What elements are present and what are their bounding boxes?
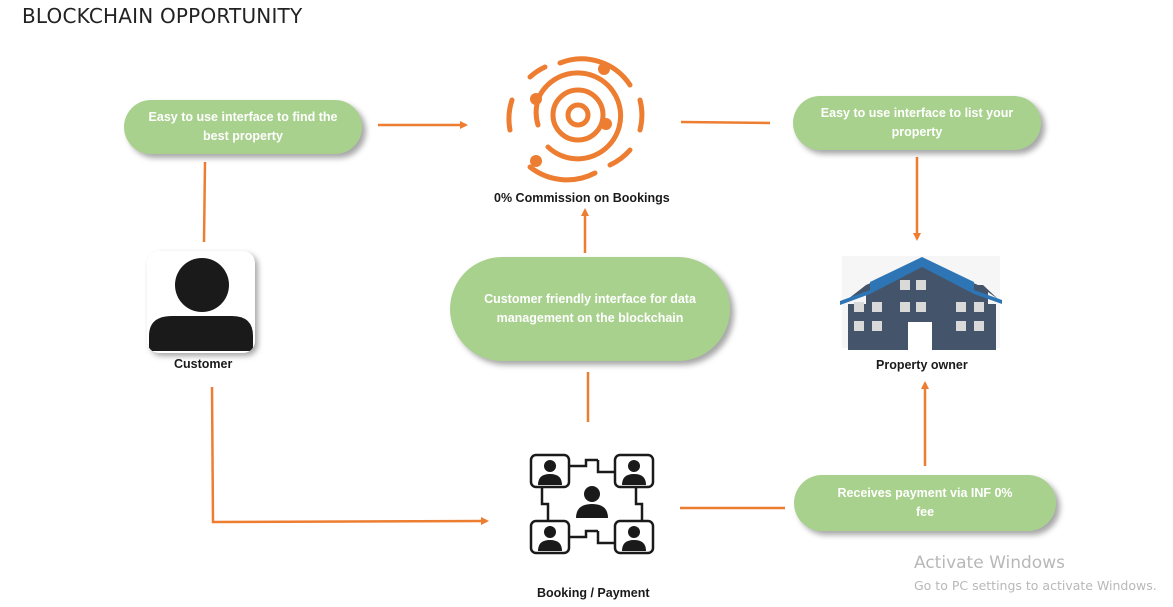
property-owner-label: Property owner (876, 358, 968, 372)
booking-payment-label: Booking / Payment (537, 586, 650, 600)
user-icon (147, 251, 255, 353)
find-property-text: Easy to use interface to find the best p… (148, 110, 338, 143)
line-commission-to-list (680, 120, 771, 125)
list-property-text: Easy to use interface to list your prope… (820, 106, 1014, 139)
network-users-icon (529, 453, 655, 555)
blockchain-orbit-icon (506, 56, 645, 183)
page-title: BLOCKCHAIN OPPORTUNITY (22, 4, 303, 28)
receives-payment-pill: Receives payment via INF 0% fee (794, 475, 1056, 531)
data-management-text: Customer friendly interface for data man… (484, 292, 696, 325)
list-property-pill: Easy to use interface to list your prope… (793, 96, 1041, 150)
find-property-pill: Easy to use interface to find the best p… (124, 100, 362, 154)
customer-label: Customer (174, 357, 233, 371)
data-management-pill: Customer friendly interface for data man… (450, 257, 730, 361)
line-find-to-customer (202, 161, 207, 243)
arrow-customer-to-booking (210, 386, 489, 526)
receives-payment-text: Receives payment via INF 0% fee (837, 486, 1013, 519)
building-icon (840, 256, 1002, 350)
activate-windows-title: Activate Windows (914, 553, 1065, 573)
activate-windows-subtitle: Go to PC settings to activate Windows. (914, 578, 1157, 593)
commission-label: 0% Commission on Bookings (494, 191, 670, 205)
